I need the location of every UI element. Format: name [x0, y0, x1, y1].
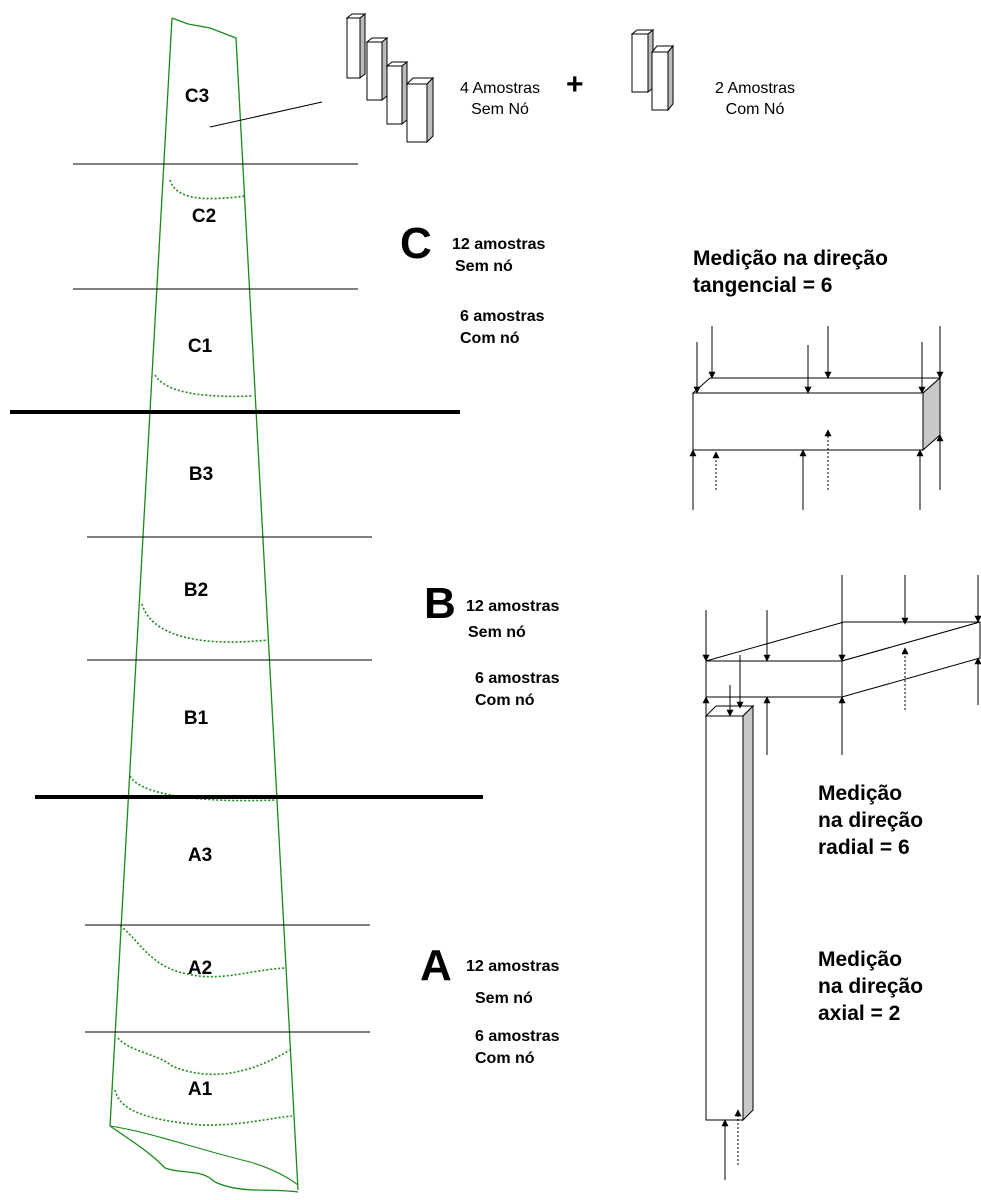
samples-with-knot-label: 2 Amostras Com Nó: [714, 80, 796, 118]
group-letter-a: A: [420, 941, 452, 990]
section-label-a2: A2: [187, 958, 213, 979]
section-label-b3: B3: [188, 464, 214, 485]
axial-measurement-prism: [704, 655, 755, 1180]
group-a-count-without-knot: 12 amostras: [466, 958, 560, 975]
group-c-with-knot-label: Com nó: [460, 330, 520, 347]
group-b-count-without-knot: 12 amostras: [466, 598, 560, 615]
section-label-b2: B2: [183, 580, 209, 601]
section-label-a3: A3: [187, 845, 213, 866]
group-letter-b: B: [424, 579, 456, 628]
section-label-c3: C3: [184, 86, 210, 107]
group-a-count-with-knot: 6 amostras: [475, 1028, 560, 1045]
group-c-count-without-knot: 12 amostras: [452, 236, 546, 253]
group-c-count-with-knot: 6 amostras: [460, 308, 545, 325]
group-b-without-knot-label: Sem nó: [468, 624, 526, 641]
group-a-without-knot-label: Sem nó: [475, 990, 533, 1007]
knot-marks: [114, 179, 293, 1126]
tangential-measurement-label: Medição na direção tangencial = 6: [693, 247, 888, 297]
log-trunk: [109, 17, 299, 1193]
group-a-with-knot-label: Com nó: [475, 1050, 535, 1067]
group-b-count-with-knot: 6 amostras: [475, 670, 560, 687]
plus-sign: +: [566, 68, 584, 101]
group-b-with-knot-label: Com nó: [475, 692, 535, 709]
radial-measurement-label: Medição na direção radial = 6: [818, 782, 924, 859]
group-c-without-knot-label: Sem nó: [455, 258, 513, 275]
samples-without-knot-icon: [345, 12, 435, 144]
axial-measurement-label: Medição na direção axial = 2: [818, 948, 924, 1025]
section-label-c1: C1: [187, 336, 213, 357]
group-letter-c: C: [400, 219, 432, 268]
c3-pointer-line: [209, 101, 323, 128]
samples-with-knot-icon: [630, 28, 675, 112]
section-label-a1: A1: [187, 1079, 213, 1100]
section-label-b1: B1: [183, 708, 209, 729]
tangential-measurement-prism: [689, 326, 944, 510]
section-dividers: [10, 163, 483, 1033]
samples-without-knot-label: 4 Amostras Sem Nó: [459, 80, 541, 118]
section-label-c2: C2: [191, 206, 217, 227]
